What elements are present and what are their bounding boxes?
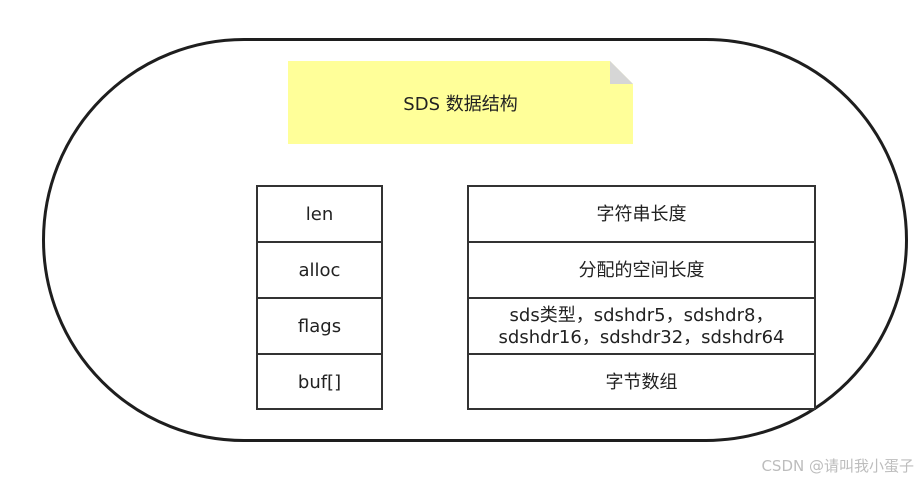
row-divider: [258, 353, 381, 355]
field-name-column: len alloc flags buf[]: [256, 185, 383, 410]
field-name-buf: buf[]: [297, 371, 342, 393]
row-divider: [469, 353, 814, 355]
field-desc-flags-line2: sdshdr16，sdshdr32，sdshdr64: [498, 327, 785, 348]
field-desc-flags-line1: sds类型，sdshdr5，sdshdr8，: [509, 305, 774, 326]
field-desc-alloc: 分配的空间长度: [578, 260, 705, 281]
field-name-len: len: [305, 204, 334, 225]
field-description-column: 字符串长度 分配的空间长度 sds类型，sdshdr5，sdshdr8， sds…: [467, 185, 816, 410]
watermark: CSDN @请叫我小蛋子: [761, 457, 914, 475]
field-name-alloc: alloc: [298, 260, 341, 281]
row-divider: [469, 241, 814, 243]
row-divider: [258, 297, 381, 299]
field-desc-flags: sds类型，sdshdr5，sdshdr8， sdshdr16，sdshdr32…: [469, 299, 814, 355]
field-desc-buf: 字节数组: [605, 371, 678, 393]
field-desc-len: 字符串长度: [596, 204, 687, 225]
note-shape: [288, 61, 633, 144]
title-note: SDS 数据结构: [288, 61, 633, 144]
field-name-flags: flags: [297, 316, 342, 337]
row-divider: [469, 297, 814, 299]
row-divider: [258, 241, 381, 243]
diagram-title: SDS 数据结构: [403, 93, 518, 115]
